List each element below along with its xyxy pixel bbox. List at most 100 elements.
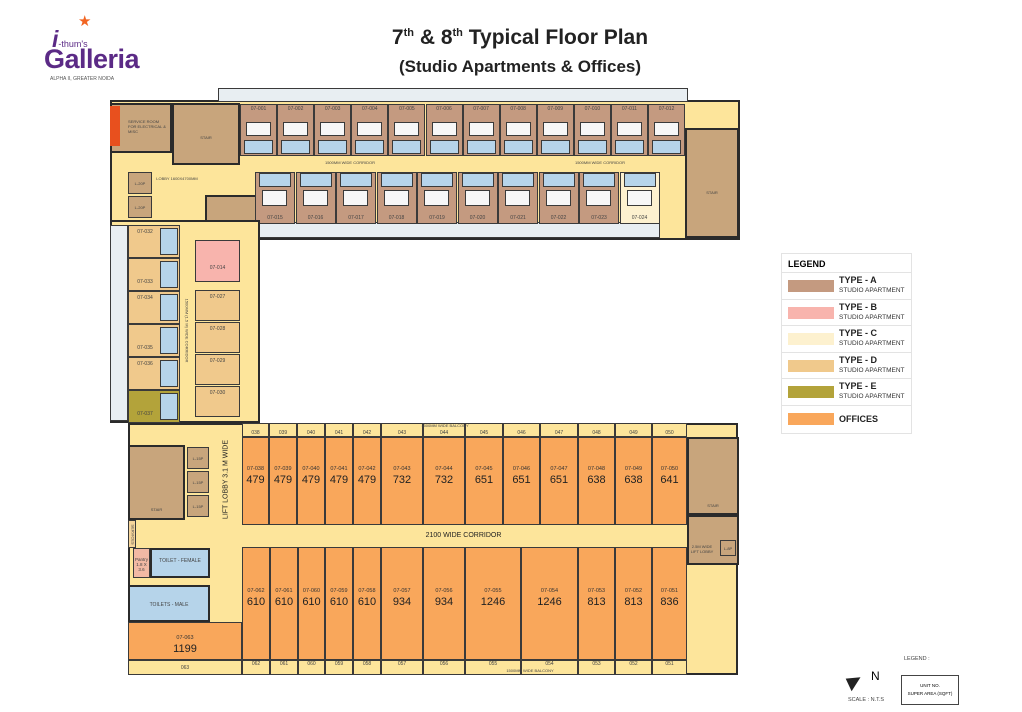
legend-item: TYPE - E STUDIO APARTMENT	[782, 378, 911, 405]
studio-unit[interactable]: 07-030	[195, 386, 240, 417]
office-number: 07-058	[358, 588, 376, 594]
bed	[343, 190, 368, 206]
office-number: 07-054	[540, 588, 559, 594]
studio-unit[interactable]: 07-027	[195, 290, 240, 321]
bed	[283, 122, 309, 136]
lift: L-15P	[187, 495, 209, 517]
corridor-label: 2100 WIDE CORRIDOR	[425, 532, 502, 539]
legend-type: TYPE - C	[839, 328, 878, 338]
office-area: 479	[357, 474, 377, 486]
balcony: 052	[615, 660, 652, 675]
office-area: 732	[392, 474, 412, 486]
unit-number: 07-029	[209, 358, 226, 364]
balcony: 056	[423, 660, 465, 675]
logo-prefix: -thum's	[58, 39, 88, 49]
unit-number: 07-012	[658, 106, 675, 112]
office-unit[interactable]: 07-054 1246	[521, 547, 578, 660]
studio-unit[interactable]: 07-029	[195, 354, 240, 385]
stair-top-left: STAIR	[172, 103, 240, 165]
studio-unit[interactable]: 07-028	[195, 322, 240, 353]
bathroom	[380, 173, 413, 187]
page-title: 7th & 8th Typical Floor Plan	[340, 26, 700, 50]
office-number: 07-062	[247, 588, 265, 594]
office-area: 479	[273, 474, 293, 486]
unit-number: 07-006	[436, 106, 452, 112]
bed	[617, 122, 642, 136]
stair-top-right: STAIR	[685, 128, 739, 238]
unit-number: 07-036	[137, 361, 153, 367]
bed	[579, 122, 605, 136]
balcony-number: 042	[362, 430, 372, 436]
service-room-label: SERVICE ROOM FOR ELECTRICAL & MISC	[128, 119, 166, 134]
unit-number: 07-028	[209, 326, 226, 332]
balcony: 058	[353, 660, 381, 675]
top-balcony-strip	[218, 88, 688, 102]
office-number: 07-060	[302, 588, 321, 594]
balcony-number: 047	[554, 430, 564, 436]
office-area: 732	[434, 474, 454, 486]
unit-number: 07-016	[307, 215, 324, 221]
office-area: 1246	[537, 596, 562, 608]
balcony-number: 051	[665, 661, 674, 667]
legend-item: TYPE - C STUDIO APARTMENT	[782, 325, 911, 352]
logo-tagline: ALPHA II, GREATER NOIDA	[50, 76, 115, 82]
lift: L-15P	[187, 447, 209, 469]
balcony-number: 043	[397, 430, 407, 436]
office-area: 479	[246, 474, 265, 486]
office-number: 07-050	[660, 466, 679, 472]
legend-subtitle: STUDIO APARTMENT	[839, 393, 905, 400]
office-unit[interactable]: 07-038 479	[242, 437, 269, 525]
balcony-number: 040	[306, 430, 316, 436]
super-area-label: SUPER AREA (SQFT)	[907, 691, 953, 696]
office-unit[interactable]: 07-050 641	[652, 437, 687, 525]
balcony-number: 062	[251, 661, 261, 667]
office-area: 638	[587, 474, 606, 486]
office-area: 641	[660, 474, 679, 486]
unit-number: 07-004	[362, 106, 378, 112]
studio-unit[interactable]: 07-014	[195, 240, 240, 282]
bathroom	[540, 140, 570, 154]
services-label: SERVICES	[130, 524, 136, 545]
bed	[357, 122, 383, 136]
bed	[262, 190, 287, 206]
unit-number: 07-034	[137, 295, 153, 301]
page-subtitle: (Studio Apartments & Offices)	[398, 57, 642, 76]
bathroom	[340, 173, 372, 187]
office-number: 07-038	[246, 466, 265, 472]
unit-number: 07-022	[550, 215, 567, 221]
bathroom	[623, 173, 656, 187]
lift-label: L-8P	[723, 546, 733, 551]
legend-subtitle: STUDIO APARTMENT	[839, 366, 905, 374]
services: SERVICES	[128, 520, 136, 548]
pantry-label: Pantry 1.8 X 3.6	[134, 557, 148, 572]
unit-number: 07-019	[429, 215, 445, 221]
office-area: 934	[434, 596, 454, 608]
bed	[542, 122, 568, 136]
unit-number: 07-015	[267, 215, 283, 221]
logo-brand: Galleria	[44, 44, 140, 74]
legend-type: TYPE - D	[839, 354, 878, 365]
